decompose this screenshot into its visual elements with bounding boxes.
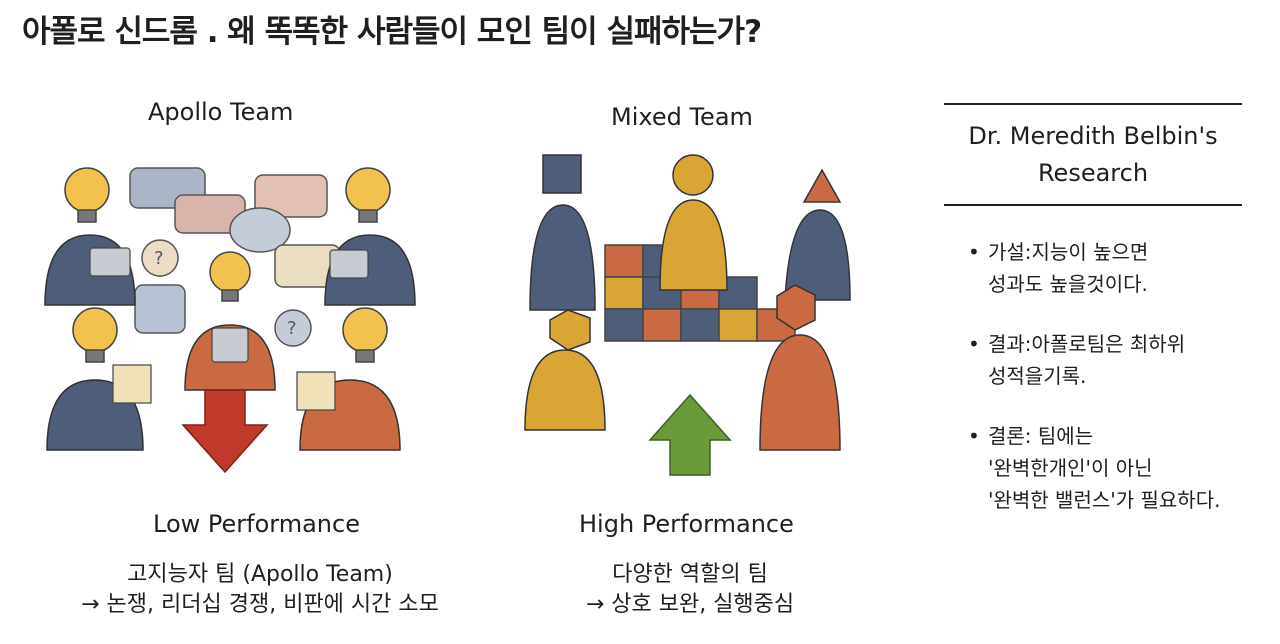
- page-title: 아폴로 신드롬 . 왜 똑똑한 사람들이 모인 팀이 실패하는가?: [22, 14, 762, 50]
- mixed-description: 다양한 역할의 팀 → 상호 보완, 실행중심: [540, 560, 840, 620]
- list-item: • 결론: 팀에는 '완벽한개인'이 아닌 '완벽한 밸런스'가 필요하다.: [968, 420, 1268, 516]
- bullet-text: 성적을기록.: [988, 364, 1087, 388]
- bullet-text: 가설:지능이 높으면: [988, 240, 1149, 264]
- bullet-text: 결론: 팀에는: [988, 424, 1094, 448]
- mixed-desc-line-1: 다양한 역할의 팀: [612, 562, 768, 587]
- arrow-down-icon: [181, 389, 269, 474]
- bulb-icons: [64, 167, 391, 363]
- apollo-performance-label: Low Performance: [153, 510, 360, 538]
- bullet-text: '완벽한 밸런스'가 필요하다.: [988, 488, 1221, 512]
- bullet-icon: •: [968, 332, 980, 356]
- bullet-icon: •: [968, 424, 980, 448]
- speech-bubbles: [129, 167, 341, 347]
- bullet-text: 결과:아폴로팀은 최하위: [988, 332, 1186, 356]
- research-title-line-2: Research: [1037, 159, 1149, 187]
- apollo-desc-line-1: 고지능자 팀 (Apollo Team): [127, 562, 393, 587]
- apollo-team-illustration: ? ?: [44, 167, 416, 474]
- mixed-persons: [524, 154, 851, 451]
- research-title-line-1: Dr. Meredith Belbin's: [968, 122, 1218, 150]
- research-top-rule: [944, 103, 1242, 105]
- mixed-desc-line-2: → 상호 보완, 실행중심: [585, 592, 795, 617]
- research-title: Dr. Meredith Belbin's Research: [944, 118, 1242, 192]
- mixed-performance-label: High Performance: [579, 510, 794, 538]
- bullet-text: '완벽한개인'이 아닌: [988, 456, 1153, 480]
- list-item: • 결과:아폴로팀은 최하위 성적을기록.: [968, 328, 1268, 392]
- bullet-icon: •: [968, 240, 980, 264]
- apollo-description: 고지능자 팀 (Apollo Team) → 논쟁, 리더십 경쟁, 비판에 시…: [65, 560, 455, 620]
- apollo-desc-line-2: → 논쟁, 리더십 경쟁, 비판에 시간 소모: [81, 592, 439, 617]
- list-item: • 가설:지능이 높으면 성과도 높을것이다.: [968, 236, 1268, 300]
- bullet-text: 성과도 높을것이다.: [988, 272, 1148, 296]
- svg-text:?: ?: [154, 248, 164, 269]
- apollo-team-heading: Apollo Team: [148, 98, 294, 126]
- research-bullet-list: • 가설:지능이 높으면 성과도 높을것이다. • 결과:아폴로팀은 최하위 성…: [968, 236, 1268, 544]
- arrow-up-icon: [648, 393, 732, 476]
- svg-text:?: ?: [287, 318, 297, 339]
- mixed-team-illustration: [524, 154, 851, 476]
- research-bottom-rule: [944, 204, 1242, 206]
- mixed-team-heading: Mixed Team: [611, 103, 753, 131]
